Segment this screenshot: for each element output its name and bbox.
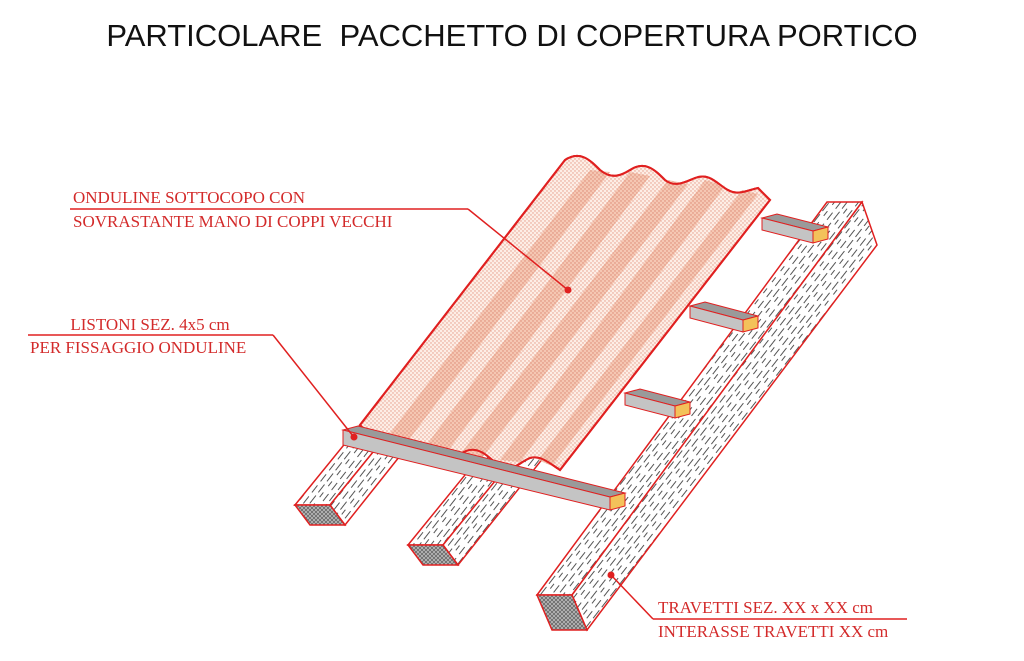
drawing-title: PARTICOLARE PACCHETTO DI COPERTURA PORTI… xyxy=(106,18,918,53)
label-listoni-line1: LISTONI SEZ. 4x5 cm xyxy=(70,315,229,334)
batten-bottom xyxy=(341,425,627,511)
label-travetti-line2: INTERASSE TRAVETTI XX cm xyxy=(658,622,888,641)
batten-top xyxy=(760,213,830,244)
leader-onduline xyxy=(70,208,572,294)
batten-3 xyxy=(623,388,692,419)
label-onduline-line1: ONDULINE SOTTOCOPO CON xyxy=(73,188,305,207)
label-listoni-line2: PER FISSAGGIO ONDULINE xyxy=(30,338,246,357)
leader-listoni xyxy=(28,334,358,441)
label-travetti-line1: TRAVETTI SEZ. XX x XX cm xyxy=(658,598,873,617)
leader-travetti xyxy=(607,571,907,620)
label-onduline-line2: SOVRASTANTE MANO DI COPPI VECCHI xyxy=(73,212,393,231)
batten-2 xyxy=(688,301,760,333)
